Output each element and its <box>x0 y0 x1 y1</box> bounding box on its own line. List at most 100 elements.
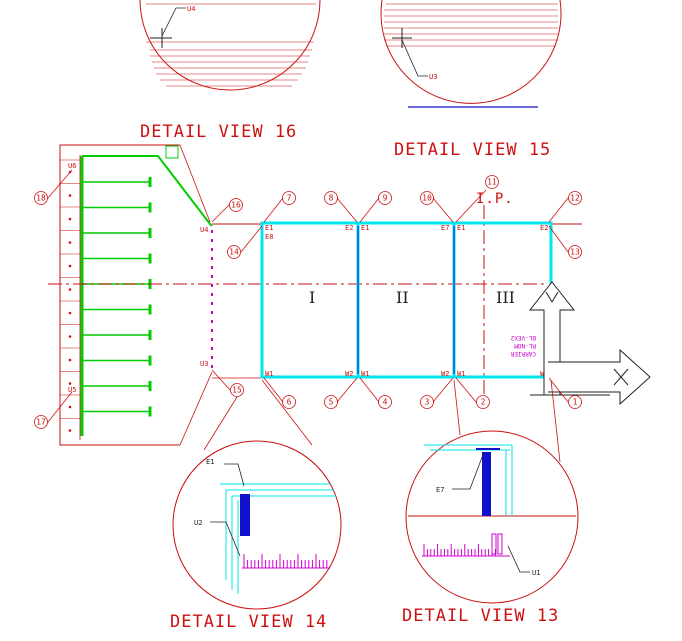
callout-6-balloon <box>282 395 296 409</box>
w1-label-left: W1 <box>265 370 273 378</box>
detail-13-to-frame <box>453 379 461 436</box>
detail-14-magenta-bars <box>243 554 328 568</box>
detail-14-cyan-lines <box>220 483 336 594</box>
u4-leader <box>161 7 186 37</box>
e2-label-top: E2 <box>345 224 353 232</box>
callout-16-balloon <box>229 198 243 212</box>
u1-leader <box>507 545 530 573</box>
callout-5-balloon <box>324 395 338 409</box>
left-outline <box>59 144 180 446</box>
u1-label: U1 <box>532 569 540 577</box>
e8-label: E8 <box>265 233 273 241</box>
callout-7-number: 7 <box>287 194 292 203</box>
detail-15-group: U3 DETAIL VIEW 15 <box>380 0 562 160</box>
callout-balloons <box>34 169 582 429</box>
detail-16-circle <box>139 0 321 91</box>
callout-10-leader <box>432 197 454 223</box>
callout-15-number: 15 <box>232 386 242 395</box>
cell-dot <box>68 288 72 291</box>
callout-4-balloon <box>378 395 392 409</box>
bay-1-label: I <box>309 288 315 307</box>
callout-2-leader <box>455 377 477 403</box>
callout-18-leader <box>47 169 73 199</box>
u2-leader <box>210 521 241 557</box>
detail-13-blue-block <box>482 452 491 516</box>
ip-label: I.P. <box>476 191 514 207</box>
callout-12-balloon <box>568 191 582 205</box>
cell-dot <box>68 311 72 315</box>
detail-14-circle <box>172 440 342 610</box>
u6-label: U6 <box>68 162 76 170</box>
callout-18-number: 18 <box>36 194 46 203</box>
callout-15-leader <box>211 369 231 391</box>
green-diagonal <box>157 155 213 227</box>
callout-1-leader <box>548 377 569 403</box>
detail-15-circle <box>380 0 562 104</box>
y-mark-a <box>545 291 553 303</box>
note-line-2: RL-NOM <box>514 342 536 349</box>
callout-11-balloon <box>485 175 499 189</box>
callout-15-balloon <box>230 383 244 397</box>
e7-label-top: E7 <box>441 224 449 232</box>
callout-5-leader <box>336 377 358 403</box>
w1-label-mid: W1 <box>361 370 369 378</box>
cell-dot <box>68 241 72 244</box>
callout-9-balloon <box>378 191 392 205</box>
detail-13-group: E7 U1 DETAIL VIEW 13 <box>402 379 579 626</box>
callout-3-leader <box>432 377 454 403</box>
cell-dot <box>68 217 72 221</box>
callout-14-leader <box>240 225 263 253</box>
callout-14-balloon <box>227 245 241 259</box>
callout-8-leader <box>336 197 358 223</box>
w1-label-right: W1 <box>457 370 465 378</box>
e1-label-right: E1 <box>457 224 465 232</box>
callout-13-balloon <box>568 245 582 259</box>
callout-numbers: 7 8 9 10 11 12 13 14 16 15 6 5 4 3 2 1 1… <box>36 178 580 427</box>
detail-14-to-frame <box>261 379 313 446</box>
detail-13-cyan-lines <box>424 444 513 516</box>
callout-7-balloon <box>282 191 296 205</box>
callout-1-number: 1 <box>573 398 578 407</box>
outline-to-top-connector <box>179 144 211 223</box>
callout-18-balloon <box>34 191 48 205</box>
u3-label: U3 <box>429 73 437 81</box>
detail-view-14-title: DETAIL VIEW 14 <box>170 612 327 632</box>
outline-to-bottom-connector <box>179 371 213 446</box>
e7-label-detail: E7 <box>436 486 444 494</box>
detail-view-16-title: DETAIL VIEW 16 <box>140 122 297 142</box>
left-structure: U6 U5 U4 U3 <box>59 144 213 446</box>
u2-label: U2 <box>194 519 202 527</box>
callout-15-to-detail-14 <box>203 396 238 451</box>
callout-14-number: 14 <box>229 248 239 257</box>
w2-label-2: W2 <box>441 370 449 378</box>
e1-leader-14 <box>224 463 245 487</box>
orientation-arrows <box>528 281 651 406</box>
y-mark-b <box>551 291 559 303</box>
callout-3-balloon <box>420 395 434 409</box>
e7-leader <box>452 451 485 490</box>
detail-14-blue-block <box>240 494 250 536</box>
e1-label-detail: E1 <box>206 458 214 466</box>
detail-13-circle <box>405 430 579 604</box>
detail-13-magenta-bars <box>423 544 496 556</box>
callout-10-balloon <box>420 191 434 205</box>
cell-dot <box>68 194 72 197</box>
e1-label-top: E1 <box>265 224 273 232</box>
callout-13-number: 13 <box>570 248 580 257</box>
callout-13-leader <box>548 225 569 253</box>
detail-16-hatching <box>146 3 316 87</box>
u4-label-main: U4 <box>200 226 208 234</box>
detail-14-group: E1 U2 DETAIL VIEW 14 <box>170 379 342 632</box>
e2-label-right: E2 <box>540 224 548 232</box>
u4-label-top: U4 <box>187 5 195 13</box>
callout-11-leader <box>455 189 487 223</box>
callout-12-number: 12 <box>570 194 580 203</box>
callout-9-leader <box>359 197 380 223</box>
cell-dot <box>68 264 72 268</box>
cell-dot <box>68 382 72 385</box>
w2-label-1: W2 <box>345 370 353 378</box>
callout-8-number: 8 <box>329 194 334 203</box>
callout-11-number: 11 <box>487 178 497 187</box>
